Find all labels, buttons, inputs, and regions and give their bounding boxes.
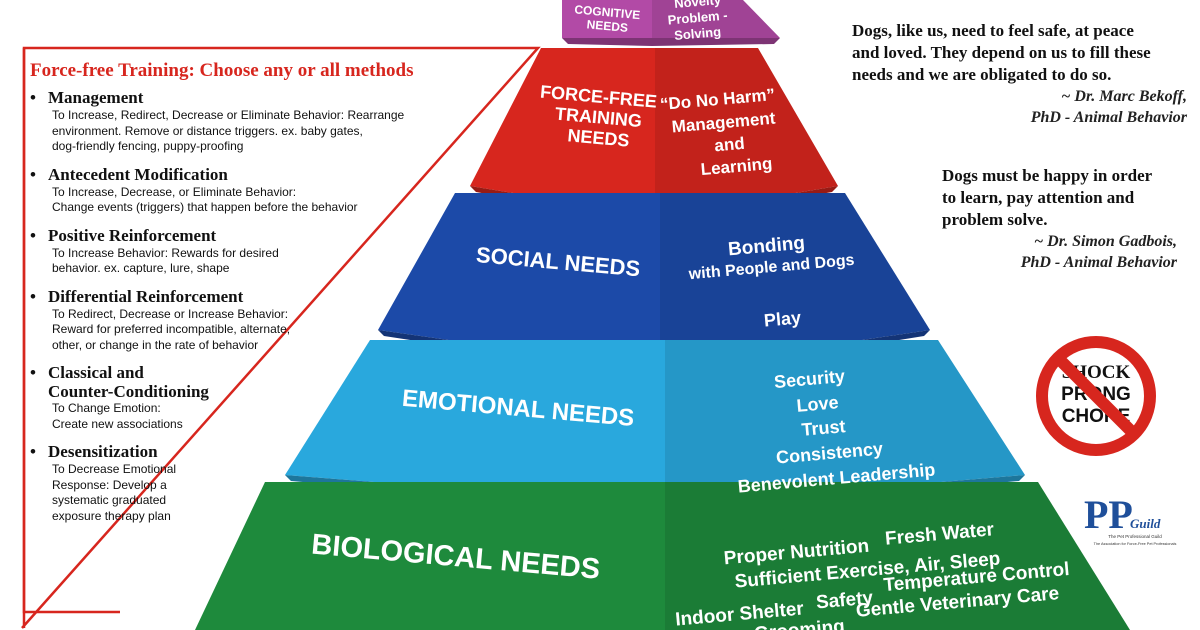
method-title: Positive Reinforcement: [48, 225, 217, 245]
method-description-line: behavior. ex. capture, lure, shape: [52, 261, 230, 275]
tier-item: Trust: [801, 416, 847, 440]
method-description-line: To Decrease Emotional: [52, 462, 177, 476]
method-description: To Increase Behavior: Rewards for desire…: [52, 246, 470, 277]
logo-tagline: The Association for Force-Free Pet Profe…: [1094, 542, 1177, 546]
quote-author: ~ Dr. Marc Bekoff, PhD - Animal Behavior: [1030, 88, 1187, 126]
method-description-line: To Increase, Decrease, or Eliminate Beha…: [52, 184, 297, 199]
methods-panel: Force-free Training: Choose any or all m…: [30, 60, 470, 534]
pyramid-tier: SOCIAL NEEDS: [378, 193, 930, 378]
tier-left-face: [562, 0, 652, 38]
pyramid-tier: EMOTIONAL NEEDS: [285, 340, 1025, 513]
tier-label: COGNITIVE: [574, 2, 641, 22]
tier-right-face: [655, 48, 838, 216]
method-title: Desensitization: [48, 442, 158, 461]
method-description-line: environment. Remove or distance triggers…: [52, 123, 363, 138]
method-description-line: Change events (triggers) that happen bef…: [52, 200, 358, 214]
method-description: To Change Emotion:Create new association…: [52, 401, 470, 432]
tier-left-face: [378, 193, 660, 370]
logo-tagline: The Pet Professional Guild: [1108, 534, 1162, 539]
quote-bekoff: Dogs, like us, need to feel safe, at pea…: [852, 20, 1187, 128]
method-description-line: Reward for preferred incompatible, alter…: [52, 322, 291, 336]
method-title: Differential Reinforcement: [48, 286, 244, 306]
method-description-line: To Increase Behavior: Rewards for desire…: [52, 245, 279, 260]
pet-professional-guild-logo: PP Guild The Pet Professional Guild The …: [1084, 492, 1177, 546]
tier-left-face: [285, 340, 665, 505]
tier-right-face: [652, 0, 780, 38]
method-description: To Increase, Redirect, Decrease or Elimi…: [52, 108, 470, 155]
tier-right-face: [665, 482, 1130, 630]
method-description-line: To Increase, Redirect, Decrease or Elimi…: [52, 108, 405, 122]
tier-item: Love: [796, 392, 840, 416]
bullet-icon: •: [30, 286, 36, 306]
quote-author: ~ Dr. Simon Gadbois, PhD - Animal Behavi…: [1020, 233, 1177, 271]
method-description-line: dog-friendly fencing, puppy-proofing: [52, 139, 244, 153]
method-description-line: To Change Emotion:: [52, 401, 161, 415]
method-description-line: Create new associations: [52, 416, 183, 431]
tier-item: Play: [763, 307, 802, 330]
method-description-line: Response: Develop a: [52, 477, 167, 492]
method-description-line: To Redirect, Decrease or Increase Behavi…: [52, 306, 289, 321]
pyramid-tier: BIOLOGICAL NEEDS: [195, 482, 1130, 630]
tier-edge: [562, 38, 780, 46]
quote-text: Dogs must be happy in order to learn, pa…: [942, 166, 1153, 229]
method-name: • Desensitization: [30, 442, 470, 462]
method-name: • Management: [30, 88, 470, 108]
method-title: Management: [48, 88, 144, 107]
quote-text: Dogs, like us, need to feel safe, at pea…: [852, 21, 1151, 84]
logo-letters: PP: [1084, 492, 1133, 537]
method-description: To Increase, Decrease, or Eliminate Beha…: [52, 185, 470, 216]
bullet-icon: •: [30, 164, 36, 184]
no-shock-prong-choke-icon: SHOCK PRONG CHOKE: [1036, 336, 1156, 456]
bullet-icon: •: [30, 225, 36, 245]
logo-word: Guild: [1130, 516, 1161, 531]
method-description-line: exposure therapy plan: [52, 508, 171, 523]
bullet-icon: •: [30, 363, 36, 382]
method-name: • Differential Reinforcement: [30, 287, 470, 307]
method-title: Classical and Counter-Conditioning: [48, 363, 209, 401]
tier-item: and: [714, 134, 746, 156]
methods-title: Force-free Training: Choose any or all m…: [30, 60, 414, 81]
tier-right-face: [660, 193, 930, 370]
method-name: • Positive Reinforcement: [30, 226, 470, 246]
tier-label: NEEDS: [586, 17, 628, 35]
tier-right-face: [665, 340, 1025, 505]
tier-item: Novelty: [674, 0, 723, 11]
methods-outline: [22, 48, 120, 614]
method-description-line: other, or change in the rate of behavior: [52, 337, 259, 352]
method-description: To Redirect, Decrease or Increase Behavi…: [52, 307, 470, 354]
method-description-line: systematic graduated: [52, 493, 167, 507]
tier-item: Problem -: [667, 7, 728, 27]
tier-item: Safety: [815, 588, 874, 614]
bullet-icon: •: [30, 442, 36, 461]
bullet-icon: •: [30, 88, 36, 107]
tier-left-face: [195, 482, 665, 630]
tier-left-face: [470, 48, 655, 216]
tier-item: Solving: [674, 24, 722, 43]
method-name: • Antecedent Modification: [30, 165, 470, 185]
method-title: Antecedent Modification: [48, 164, 228, 184]
quote-gadbois: Dogs must be happy in order to learn, pa…: [942, 165, 1177, 273]
method-name: • Classical and Counter-Conditioning: [30, 363, 470, 401]
